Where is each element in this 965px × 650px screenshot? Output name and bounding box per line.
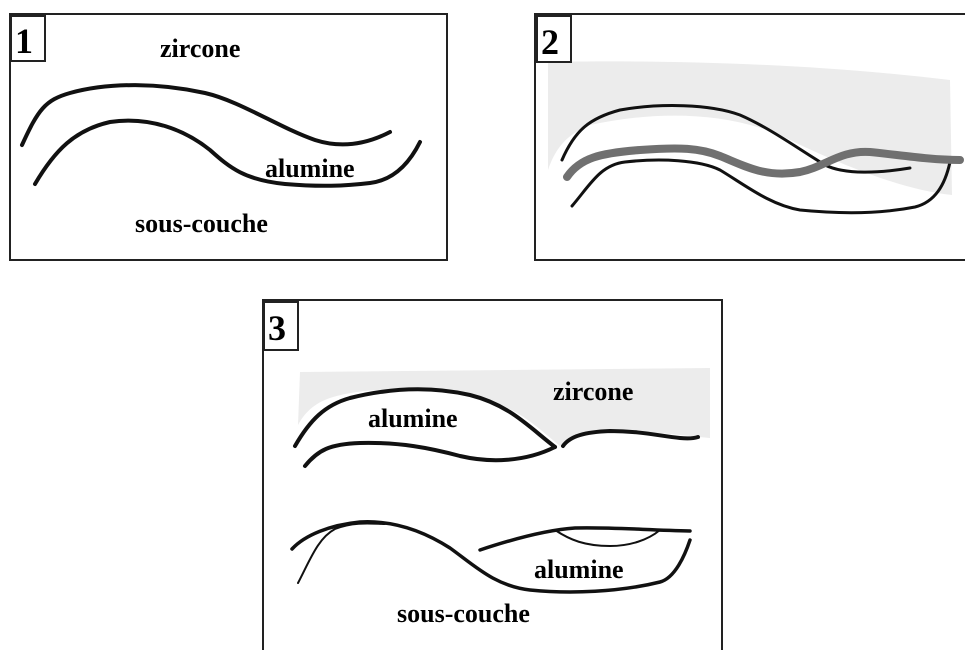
panel-3-label-sous-couche: sous-couche: [397, 599, 530, 628]
panel-3-number: 3: [268, 308, 286, 348]
panel-3-label-zircone: zircone: [553, 377, 633, 406]
panel-3-label-alumine-upper: alumine: [368, 404, 458, 433]
panel-1-number: 1: [15, 21, 33, 61]
panel-2-number: 2: [541, 22, 559, 62]
panel-1-label-alumine: alumine: [265, 154, 355, 183]
panel-1: 1 zircone alumine sous-couche: [10, 14, 447, 260]
panel-2: 2: [535, 14, 965, 260]
panel-3: 3 alumine zircone alumine sous-couche: [263, 300, 722, 650]
panel-1-label-sous-couche: sous-couche: [135, 209, 268, 238]
panel-1-label-zircone: zircone: [160, 34, 240, 63]
panel-3-frame: [263, 300, 722, 650]
panel-3-label-alumine-lower: alumine: [534, 555, 624, 584]
